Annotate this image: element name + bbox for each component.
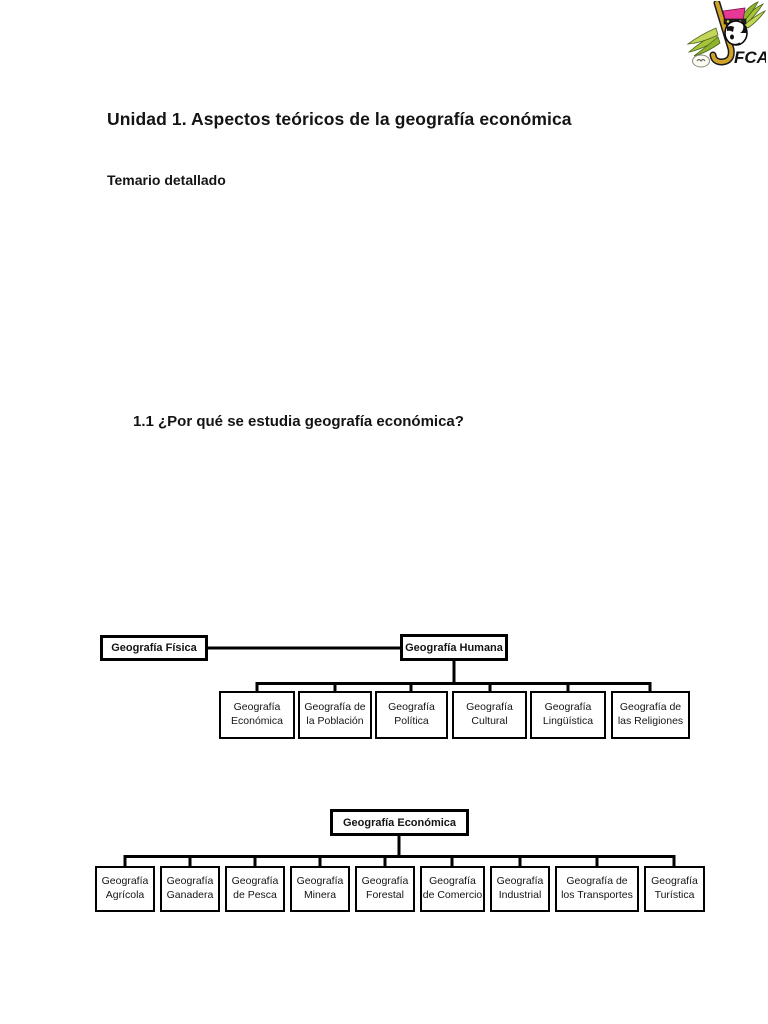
box-label-line1: Geografía de	[619, 701, 682, 714]
box-label-line1: Geografía	[233, 701, 281, 714]
diagram1-box-geografia-linguistica: Geografía Lingüística	[530, 691, 606, 739]
diagram1-box-geografia-de-las-religiones: Geografía de las Religiones	[611, 691, 690, 739]
box-label-line1: Geografía	[496, 875, 544, 888]
diagram2-box-geografia-ganadera: Geografía Ganadera	[160, 866, 220, 912]
page-subtitle: Temario detallado	[107, 172, 226, 188]
box-label-line1: Geografía	[101, 875, 149, 888]
stick	[709, 0, 735, 66]
fca-mascot-logo: FCA	[686, 0, 768, 73]
diagram2-box-geografia-economica-root: Geografía Económica	[330, 809, 469, 836]
box-label-line2: Turística	[654, 889, 695, 901]
diagram1-box-geografia-de-la-poblacion: Geografía de la Población	[298, 691, 372, 739]
box-label: Geografía Física	[111, 642, 197, 654]
section-heading-1-1: 1.1 ¿Por qué se estudia geografía económ…	[133, 413, 464, 430]
diagram2-box-geografia-de-los-transportes: Geografía de los Transportes	[555, 866, 639, 912]
box-label-line1: Geografía	[361, 875, 409, 888]
diagram2-box-geografia-turistica: Geografía Turística	[644, 866, 705, 912]
box-label-line1: Geografía de	[566, 875, 628, 888]
box-label-line1: Geografía	[466, 701, 513, 714]
box-label-line2: Cultural	[471, 715, 508, 727]
diagram2-box-geografia-agricola: Geografía Agrícola	[95, 866, 155, 912]
box-label-line2: las Religiones	[617, 715, 684, 727]
box-label-line2: Económica	[231, 715, 283, 727]
diagram2-box-geografia-minera: Geografía Minera	[290, 866, 350, 912]
face	[724, 20, 748, 46]
page-title: Unidad 1. Aspectos teóricos de la geogra…	[107, 109, 572, 129]
diagram2-box-geografia-de-comercio: Geografía de Comercio	[420, 866, 485, 912]
box-label-line2: Industrial	[498, 889, 542, 901]
diagram2-box-geografia-de-pesca: Geografía de Pesca	[225, 866, 285, 912]
box-label-line1: Geografía	[388, 701, 435, 714]
fca-logo-text: FCA	[734, 48, 766, 67]
feathers-right	[739, 1, 767, 29]
feathers-left	[686, 27, 721, 57]
box-label-line1: Geografía	[651, 875, 698, 888]
box-label-line2: Forestal	[366, 889, 404, 901]
badge	[692, 54, 710, 68]
box-label-line2: Lingüística	[542, 715, 594, 727]
diagram1-box-geografia-fisica: Geografía Física	[100, 635, 208, 661]
box-label: Geografía Económica	[342, 816, 457, 829]
box-label-line2: de Comercio	[422, 889, 483, 901]
diagram2-box-geografia-industrial: Geografía Industrial	[490, 866, 550, 912]
box-label-line2: Política	[394, 715, 429, 727]
box-label-line2: Agrícola	[105, 889, 145, 901]
box-label-line2: Ganadera	[166, 889, 214, 901]
box-label-line2: la Población	[306, 715, 364, 727]
box-label-line2: de Pesca	[233, 889, 277, 901]
box-label-line2: Minera	[303, 889, 337, 901]
box-label-line1: Geografía	[429, 875, 476, 888]
box-label-line1: Geografía de	[304, 701, 366, 714]
diagram2-box-geografia-forestal: Geografía Forestal	[355, 866, 415, 912]
box-label-line2: los Transportes	[561, 889, 633, 901]
box-label: Geografía Humana	[405, 641, 503, 654]
box-label-line1: Geografía	[544, 701, 592, 714]
diagram1-box-geografia-economica: Geografía Económica	[219, 691, 295, 739]
box-label-line1: Geografía	[296, 875, 344, 888]
fca-mascot-logo-art: FCA	[686, 0, 768, 68]
diagram1-box-geografia-humana: Geografía Humana	[400, 634, 508, 661]
box-label-line1: Geografía	[166, 875, 214, 888]
box-label-line1: Geografía	[231, 875, 279, 888]
diagram1-box-geografia-politica: Geografía Política	[375, 691, 448, 739]
diagram1-box-geografia-cultural: Geografía Cultural	[452, 691, 527, 739]
